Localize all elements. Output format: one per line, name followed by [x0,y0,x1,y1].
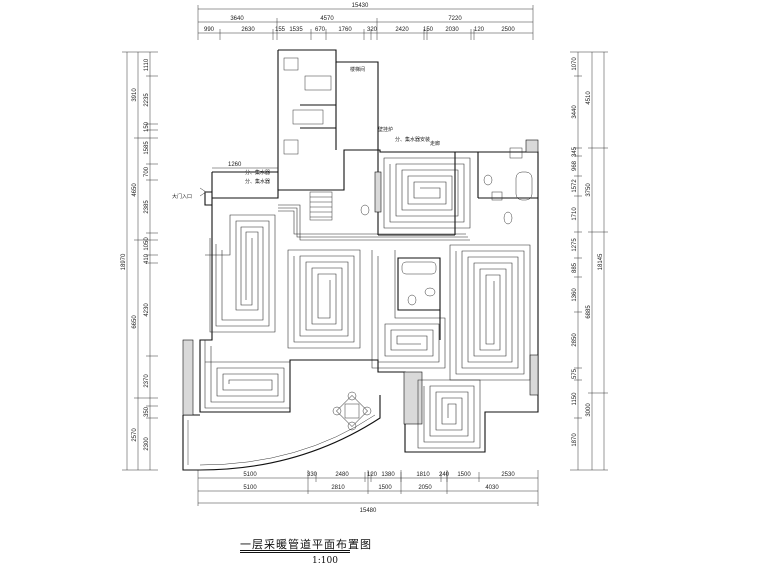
right-dim: 4510 [586,91,592,105]
top-dim: 1760 [338,27,352,33]
right-dim: 3750 [586,183,592,197]
left-dim: 2235 [144,93,150,107]
left-dim: 2300 [144,437,150,451]
boiler-label: 壁挂炉 [378,126,393,133]
left-dim: 410 [144,253,150,264]
bottom-dim: 1500 [457,472,471,478]
top-dim: 4570 [320,16,334,22]
right-total-dim: 18145 [598,253,604,270]
right-dim: 1275 [572,238,578,252]
right-dim: 6885 [586,305,592,319]
left-dim: 2385 [144,200,150,214]
left-dim: 4650 [132,183,138,197]
bottom-dim: 2480 [335,472,349,478]
right-dim: 345 [572,146,578,157]
left-dim: 3910 [132,88,138,102]
right-dim: 1710 [572,207,578,221]
top-dim: 2420 [395,27,409,33]
bottom-dim: 2810 [331,485,345,491]
top-dim: 2500 [501,27,515,33]
top-dimension-lines: 15430 3640 4570 7220 990 2630 155 1535 6… [197,3,534,40]
bottom-dim: 1500 [378,485,392,491]
upper-room-label: 楼梯间 [350,66,365,73]
manifold-label-b: 分、集水器 [245,178,270,185]
left-dim: 1050 [144,237,150,251]
left-dim: 2570 [132,428,138,442]
right-dim: 2850 [572,333,578,347]
left-dim: 150 [144,121,150,132]
right-dim: 575 [572,368,578,379]
bottom-dim: 2050 [418,485,432,491]
bottom-dim: 5100 [243,472,257,478]
drawing-title: 一层采暖管道平面布置图 [240,538,372,551]
left-dim: 1585 [144,141,150,155]
right-dim: 3000 [586,403,592,417]
top-dim: 990 [204,27,215,33]
annotations: 楼梯间 壁挂炉 分、集水器 分、集水器 分、集水器安装 走廊 大门入口 1260 [172,66,440,200]
bottom-dimension-lines: 5100 330 2480 120 1380 1810 240 1500 253… [197,470,539,514]
entrance-label: 大门入口 [172,193,192,200]
bottom-dim: 4030 [485,485,499,491]
top-dim: 1535 [289,27,303,33]
left-dim: 2370 [144,374,150,388]
left-dim: 1110 [144,58,150,71]
top-total-dim: 15430 [352,3,369,9]
top-dim: 155 [275,27,286,33]
title-underline-2 [240,552,350,553]
right-dim: 1572 [572,179,578,193]
top-dim: 120 [474,27,485,33]
right-dim: 3440 [572,105,578,119]
left-dim: 4230 [144,303,150,317]
top-dim: 150 [423,27,434,33]
bottom-dim: 5100 [243,485,257,491]
left-dim: 350 [144,406,150,417]
right-dim: 1870 [572,433,578,447]
left-total-dim: 18970 [121,253,127,270]
left-dimension-lines: 18970 3910 4650 6650 2570 1110 2235 150 … [121,51,158,471]
manifold-label-a: 分、集水器 [245,169,270,176]
bottom-dim: 120 [367,472,378,478]
top-dim: 320 [367,27,378,33]
heating-pipes [204,157,531,449]
bottom-dim: 2530 [501,472,515,478]
bottom-dim: 1810 [416,472,430,478]
right-dim: 1150 [572,392,578,406]
top-dim: 670 [315,27,326,33]
drawing-scale: 1:100 [312,556,338,566]
dim-1260-label: 1260 [228,162,242,168]
top-dim: 2030 [445,27,459,33]
title-underline [240,550,350,551]
bottom-total-dim: 15480 [360,508,377,514]
right-dim: 968 [572,160,578,171]
bottom-dim: 240 [439,472,450,478]
bottom-dim: 1380 [381,472,395,478]
bottom-dim: 330 [307,472,318,478]
left-dim: 6650 [132,315,138,329]
left-dim: 700 [144,166,150,177]
right-dim: 885 [572,262,578,273]
corridor-label: 走廊 [430,140,440,147]
top-dim: 3640 [230,16,244,22]
right-dim: 1070 [572,57,578,71]
right-dimension-lines: 18145 4510 3750 6885 3000 1070 3440 345 … [570,51,608,471]
top-dim: 2630 [241,27,255,33]
right-dim: 1360 [572,288,578,302]
pump-label: 分、集水器安装 [395,136,430,143]
top-dim: 7220 [448,16,462,22]
